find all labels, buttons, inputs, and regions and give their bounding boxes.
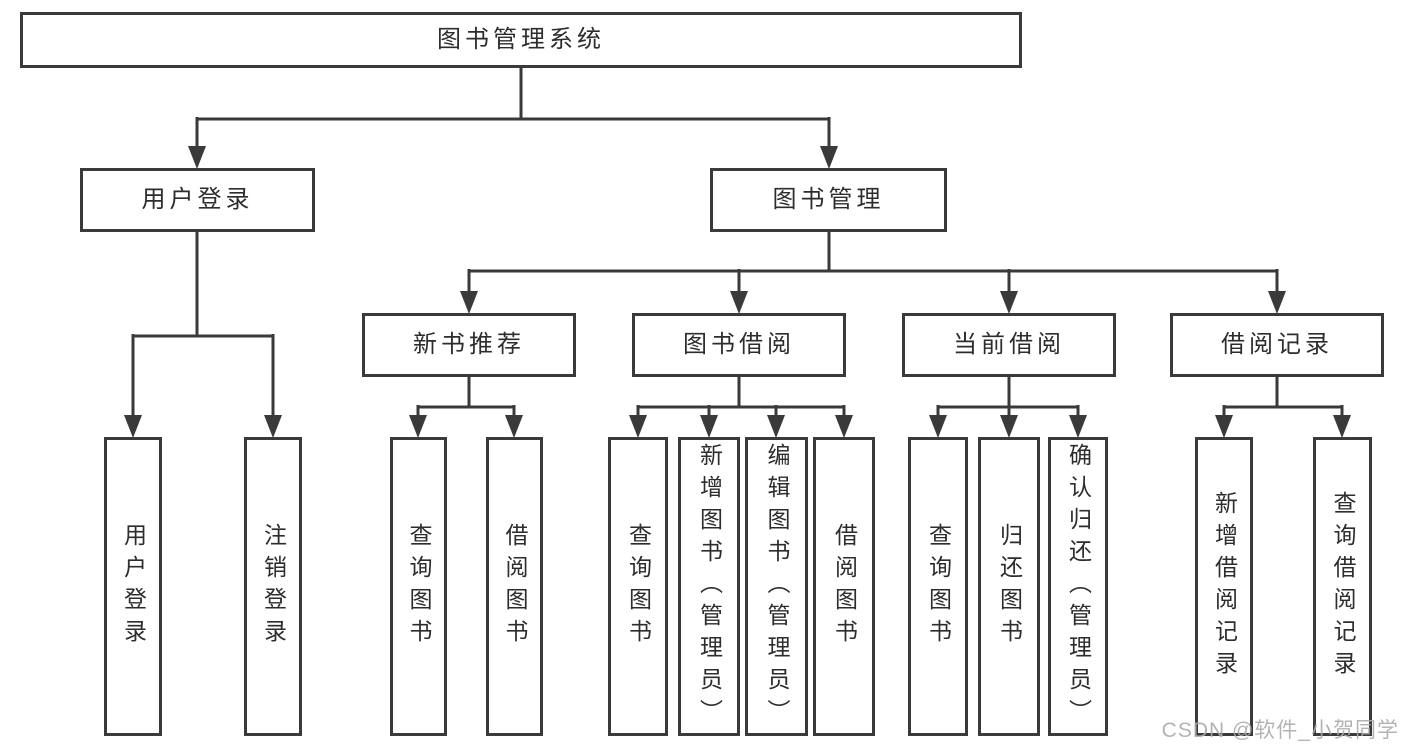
node-label: 借阅图书 (502, 522, 528, 651)
node-label: 确认归还（管理员） (1065, 442, 1092, 731)
node-label: 用户登录 (141, 186, 254, 213)
node-current-borrowing: 当前借阅 (902, 313, 1116, 377)
node-label: 新增图书（管理员） (696, 442, 723, 731)
leaf-return-books: 归还图书 (978, 437, 1040, 736)
node-label: 当前借阅 (953, 331, 1065, 358)
node-label: 归还图书 (996, 522, 1023, 651)
leaf-add-books-admin: 新增图书（管理员） (678, 437, 740, 736)
leaf-add-borrow-record: 新增借阅记录 (1195, 437, 1253, 736)
node-label: 编辑图书（管理员） (764, 442, 790, 731)
node-user-login: 用户登录 (80, 168, 315, 232)
node-book-borrowing: 图书借阅 (632, 313, 846, 377)
leaf-confirm-return-admin: 确认归还（管理员） (1048, 437, 1108, 736)
leaf-query-books-current: 查询图书 (908, 437, 968, 736)
node-label: 注销登录 (260, 522, 287, 651)
node-label: 借阅图书 (831, 522, 858, 651)
node-label: 新书推荐 (413, 331, 525, 358)
node-label: 查询借阅记录 (1330, 490, 1356, 683)
node-label: 图书管理 (772, 186, 885, 213)
node-label: 图书借阅 (683, 331, 795, 358)
node-book-management: 图书管理 (710, 168, 947, 232)
node-new-book-recommendation: 新书推荐 (362, 313, 576, 377)
node-label: 新增借阅记录 (1211, 490, 1238, 683)
node-borrowing-records: 借阅记录 (1170, 313, 1384, 377)
csdn-watermark: CSDN @软件_小贺同学 (1161, 719, 1399, 742)
leaf-query-books-recommend: 查询图书 (390, 437, 447, 736)
leaf-user-login: 用户登录 (104, 437, 162, 736)
leaf-edit-books-admin: 编辑图书（管理员） (745, 437, 808, 736)
leaf-query-borrow-record: 查询借阅记录 (1313, 437, 1372, 736)
node-label: 查询图书 (625, 522, 652, 651)
leaf-borrow-books-borrowing: 借阅图书 (813, 437, 875, 736)
leaf-logout-login: 注销登录 (244, 437, 302, 736)
leaf-borrow-books-recommend: 借阅图书 (486, 437, 543, 736)
node-library-management-system: 图书管理系统 (20, 12, 1022, 68)
node-label: 图书管理系统 (437, 26, 605, 53)
leaf-query-books-borrowing: 查询图书 (608, 437, 668, 736)
node-label: 查询图书 (925, 522, 952, 651)
node-label: 用户登录 (120, 522, 147, 651)
node-label: 借阅记录 (1221, 331, 1333, 358)
node-label: 查询图书 (406, 522, 432, 651)
